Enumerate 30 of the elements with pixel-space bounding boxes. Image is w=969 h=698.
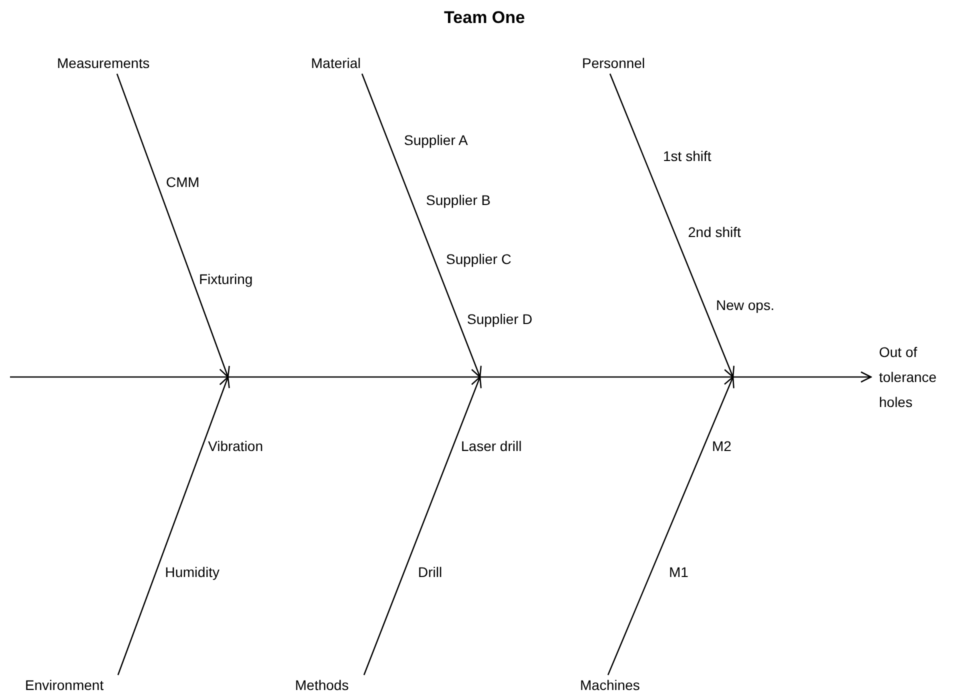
category-label: Methods: [295, 677, 349, 694]
cause-label: 2nd shift: [688, 224, 741, 241]
cause-label: M1: [669, 564, 688, 581]
cause-label: Laser drill: [461, 438, 522, 455]
cause-label: CMM: [166, 174, 200, 191]
cause-label: Supplier C: [446, 251, 512, 268]
category-label: Material: [311, 55, 361, 72]
cause-label: Humidity: [165, 564, 220, 581]
cause-label: Supplier D: [467, 311, 532, 328]
category-label: Machines: [580, 677, 640, 694]
cause-label: M2: [712, 438, 732, 455]
category-label: Measurements: [57, 55, 150, 72]
cause-label: Drill: [418, 564, 442, 581]
bone-arrow: [609, 74, 735, 378]
bone-arrow: [361, 74, 482, 378]
category-label: Environment: [25, 677, 104, 694]
bone-arrow: [363, 376, 482, 676]
bone-arrow: [607, 376, 734, 676]
cause-label: Supplier B: [426, 192, 491, 209]
effect-label: Out of tolerance holes: [879, 340, 964, 415]
cause-label: New ops.: [716, 297, 774, 314]
cause-label: 1st shift: [663, 148, 712, 165]
cause-label: Vibration: [208, 438, 264, 455]
bone-arrow: [116, 74, 230, 378]
cause-label: Fixturing: [199, 271, 253, 288]
category-label: Personnel: [582, 55, 646, 72]
spine-arrow: [10, 371, 872, 383]
title: Team One: [443, 8, 526, 28]
bone-arrow: [117, 376, 230, 676]
cause-label: Supplier A: [404, 132, 468, 149]
